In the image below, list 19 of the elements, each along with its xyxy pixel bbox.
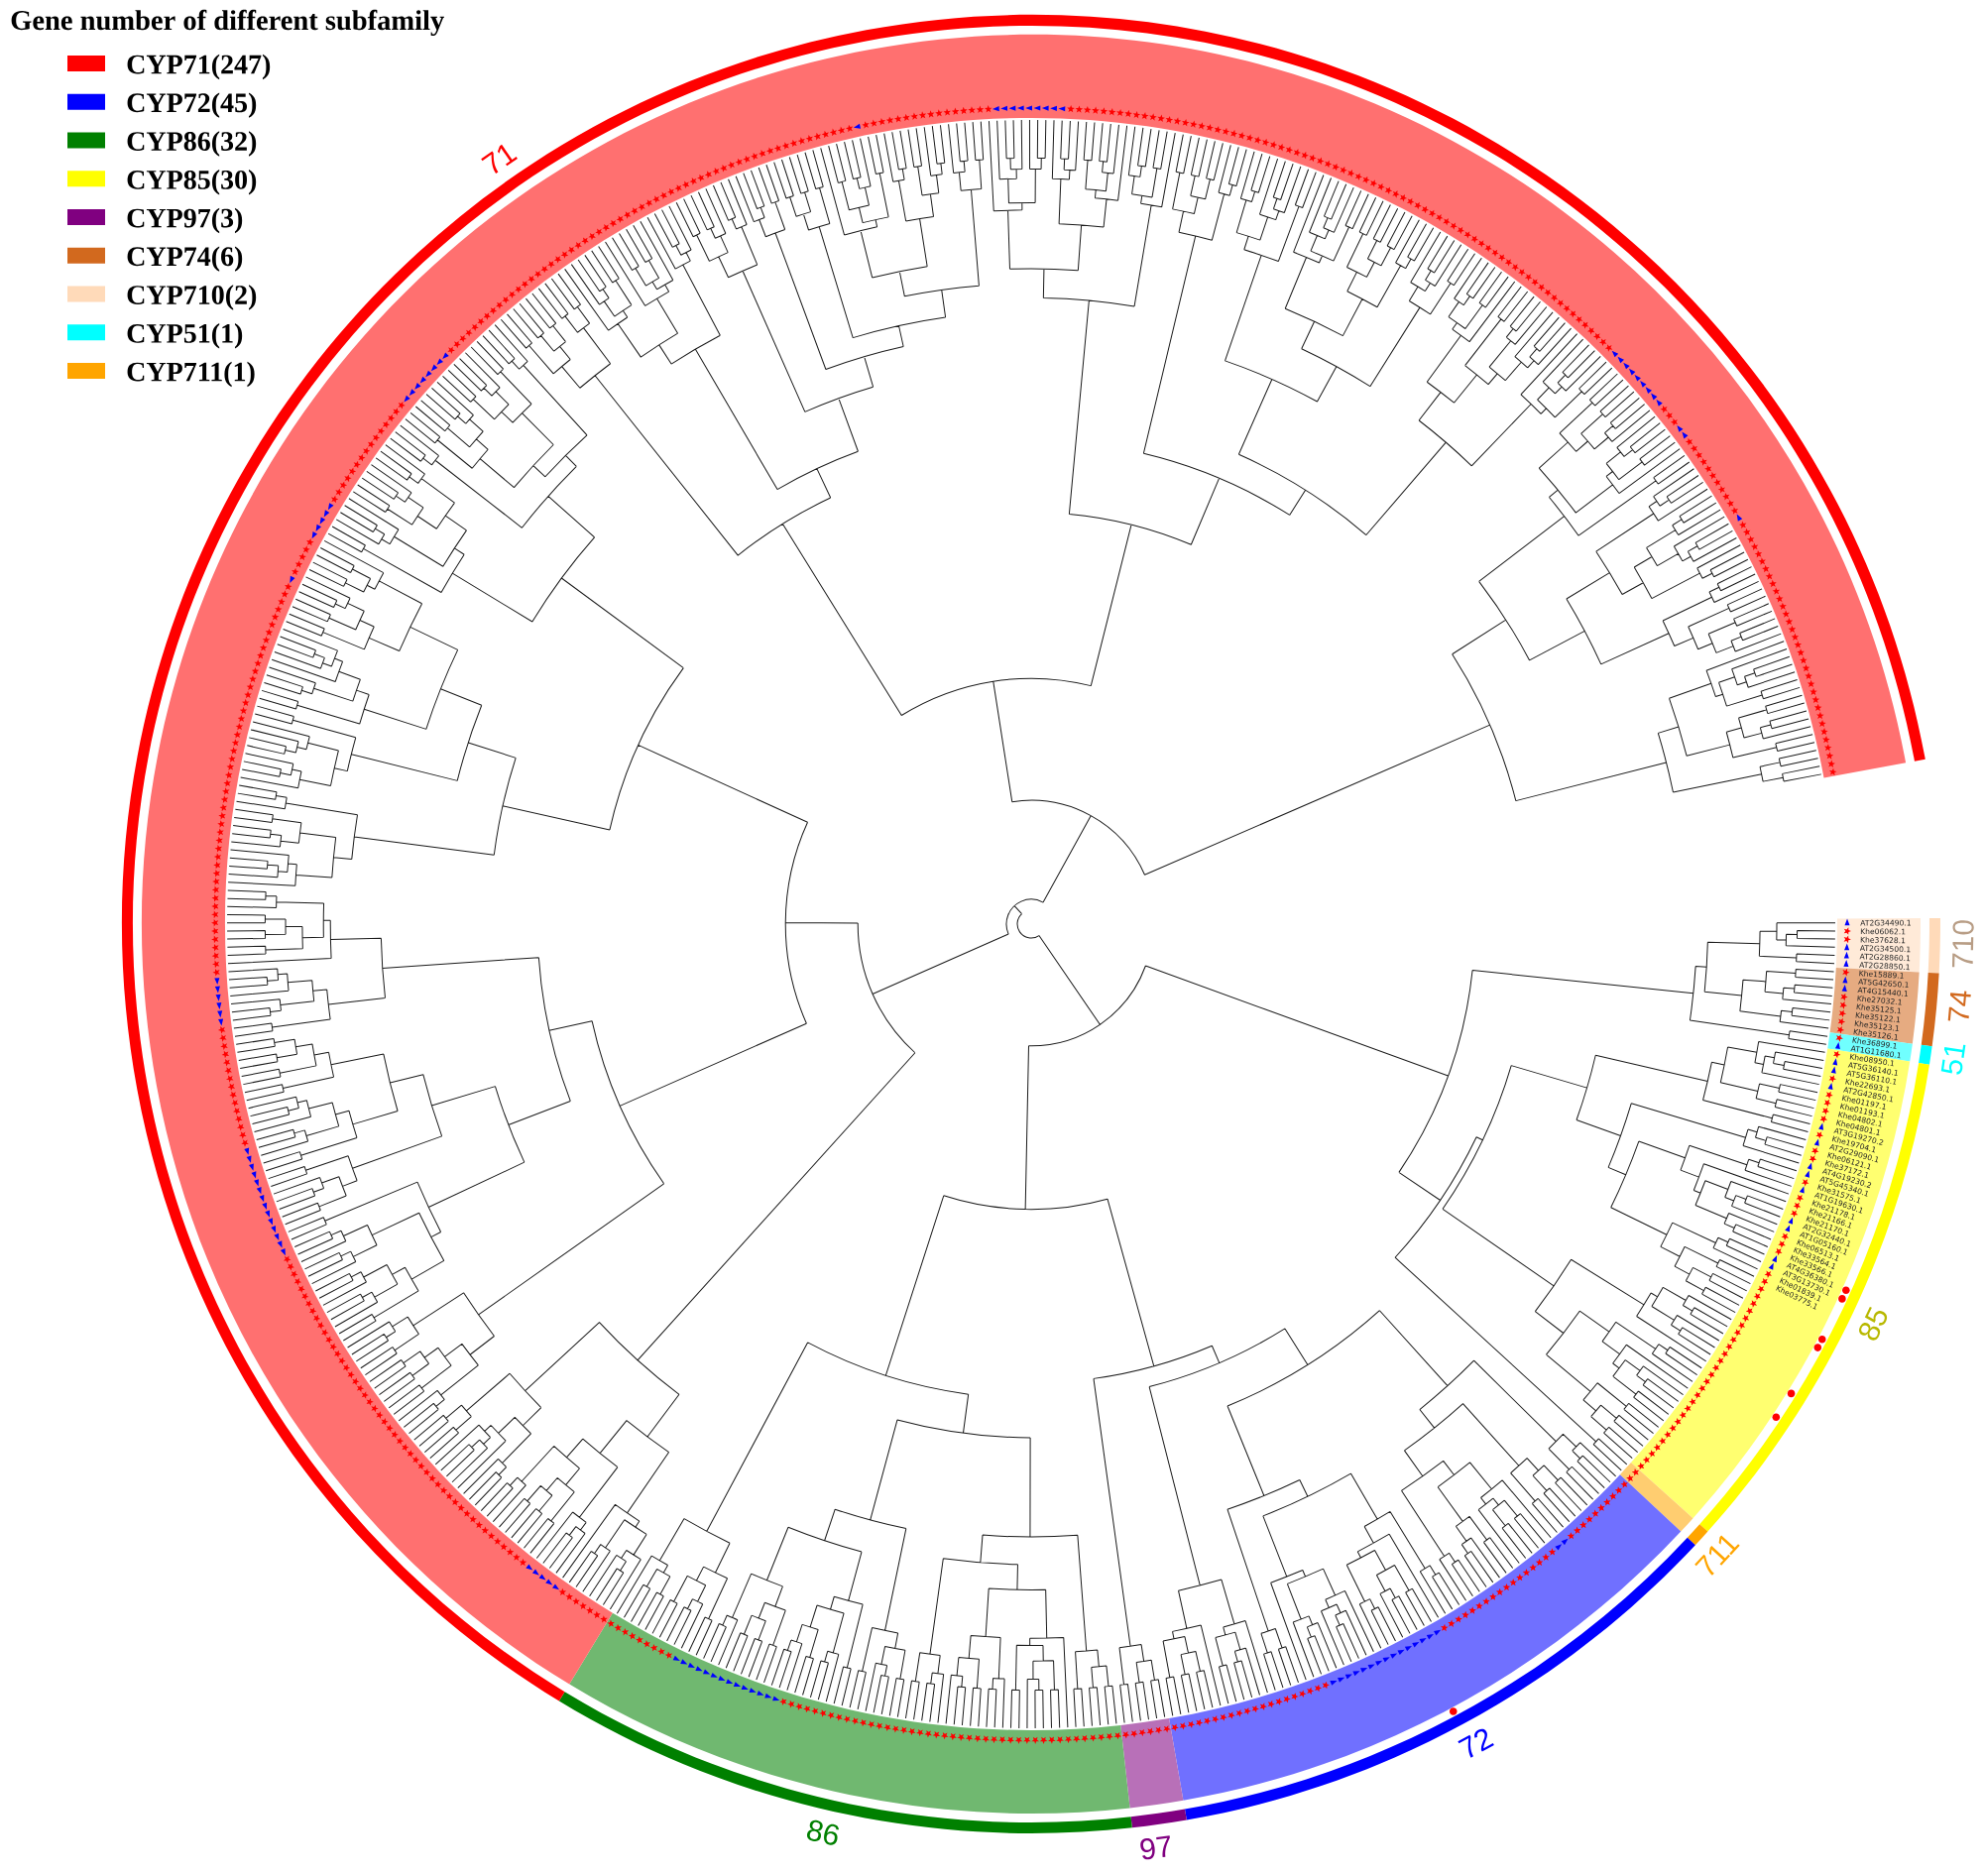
- clade-label: 85: [1859, 1306, 1888, 1341]
- clade-label: 86: [806, 1819, 839, 1845]
- legend-label: CYP97(3): [127, 207, 243, 234]
- clade-label: 97: [1140, 1835, 1170, 1860]
- clade-label: 74: [1947, 991, 1971, 1021]
- clade-label: 71: [481, 144, 518, 175]
- clade-label: 72: [1458, 1728, 1494, 1758]
- legend-label: CYP711(1): [127, 361, 255, 388]
- clade-label: 711: [1694, 1535, 1740, 1576]
- legend-label: CYP72(45): [127, 92, 257, 118]
- legend-label: CYP74(6): [127, 246, 243, 272]
- clade-label: 51: [1940, 1044, 1966, 1075]
- legend-label: CYP710(2): [127, 285, 257, 310]
- legend-title: Gene number of different subfamily: [11, 9, 444, 37]
- legend-label: CYP85(30): [127, 170, 257, 195]
- clade-label: 710: [1951, 920, 1974, 968]
- legend-label: CYP51(1): [127, 323, 243, 349]
- legend-label: CYP86(32): [127, 131, 257, 157]
- legend-label: CYP71(247): [127, 54, 271, 80]
